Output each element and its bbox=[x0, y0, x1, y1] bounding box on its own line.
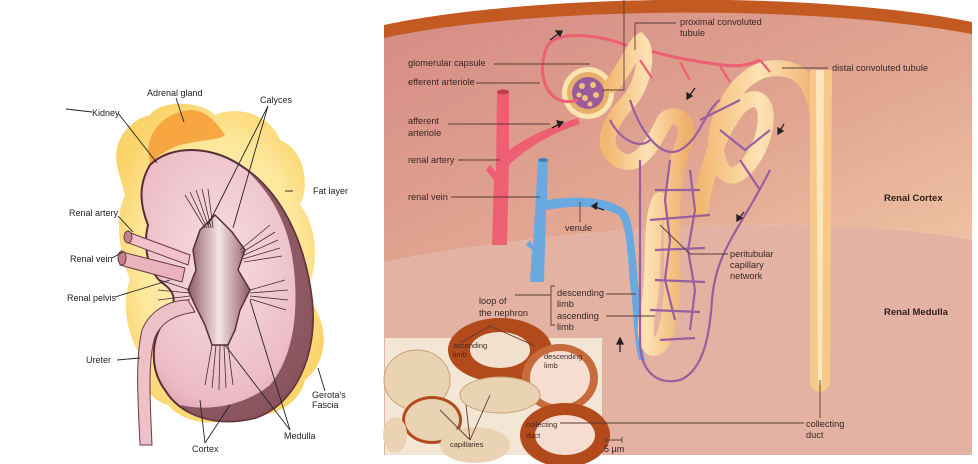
peritubular-capillary-network bbox=[609, 99, 771, 383]
nephron-leader-lines bbox=[439, 0, 828, 443]
label-loop-of-nephron-1: loop of bbox=[479, 296, 507, 306]
micrograph-inset bbox=[383, 318, 610, 464]
label-adrenal-gland: Adrenal gland bbox=[147, 88, 203, 98]
renal-artery-vessel bbox=[486, 89, 580, 245]
ureter bbox=[137, 299, 196, 446]
label-collecting-duct-2: duct bbox=[806, 430, 824, 440]
label-renal-vein-right: renal vein bbox=[408, 192, 448, 202]
micro-label-descending-1: descending bbox=[544, 352, 583, 361]
label-proximal-tubule-2: tubule bbox=[680, 28, 706, 38]
kidney-leader-lines bbox=[65, 97, 326, 444]
label-peritubular-1: peritubular bbox=[730, 249, 774, 259]
cortical-arterioles bbox=[639, 59, 771, 83]
label-gerotas-fascia-1: Gerota's bbox=[312, 390, 346, 400]
label-cortex: Cortex bbox=[192, 444, 219, 454]
label-renal-pelvis: Renal pelvis bbox=[67, 293, 117, 303]
label-loop-of-nephron-2: the nephron bbox=[479, 308, 529, 318]
efferent-arteriole bbox=[540, 34, 761, 104]
collecting-duct bbox=[809, 70, 832, 392]
micro-label-collecting-1: collecting bbox=[526, 420, 558, 429]
label-descending-limb-1: descending bbox=[557, 288, 604, 298]
label-calyces: Calyces bbox=[260, 95, 293, 105]
label-kidney: Kidney bbox=[92, 108, 120, 118]
flow-arrows bbox=[549, 30, 785, 352]
label-renal-cortex: Renal Cortex bbox=[884, 193, 943, 204]
label-distal-tubule: distal convoluted tubule bbox=[832, 63, 929, 73]
label-renal-artery-right: renal artery bbox=[408, 155, 455, 165]
label-renal-artery: Renal artery bbox=[69, 208, 119, 218]
label-collecting-duct-1: collecting bbox=[806, 419, 845, 429]
label-medulla: Medulla bbox=[284, 431, 316, 441]
renal-vein-vessel bbox=[526, 158, 645, 360]
label-ascending-limb-2: limb bbox=[557, 322, 574, 332]
label-renal-medulla: Renal Medulla bbox=[884, 307, 948, 318]
label-ureter: Ureter bbox=[86, 355, 112, 365]
label-peritubular-2: capillary bbox=[730, 260, 764, 270]
glomerulus bbox=[562, 67, 614, 119]
renal-pelvis bbox=[187, 213, 251, 346]
adrenal-gland bbox=[148, 110, 225, 165]
scale-bar-label: 5 µm bbox=[604, 444, 625, 454]
label-proximal-tubule-1: proximal convoluted bbox=[680, 17, 762, 27]
label-glomerular-capsule: glomerular capsule bbox=[408, 58, 486, 68]
label-afferent-arteriole-1: afferent bbox=[408, 116, 439, 126]
label-fat-layer: Fat layer bbox=[313, 186, 349, 196]
label-venule: venule bbox=[565, 223, 593, 233]
label-gerotas-fascia-2: Fascia bbox=[312, 400, 339, 410]
label-ascending-limb-1: ascending bbox=[557, 311, 599, 321]
nephron-tubule bbox=[599, 31, 828, 388]
micro-label-descending-2: limb bbox=[544, 361, 558, 370]
label-peritubular-3: network bbox=[730, 271, 763, 281]
kidney-illustration bbox=[65, 97, 326, 446]
micro-label-collecting-2: duct bbox=[526, 431, 541, 440]
micro-label-capillaries: capillaries bbox=[450, 440, 484, 449]
micro-label-ascending-1: ascending bbox=[453, 341, 488, 350]
label-efferent-arteriole: efferent arteriole bbox=[408, 77, 475, 87]
label-afferent-arteriole-2: arteriole bbox=[408, 128, 442, 138]
label-descending-limb-2: limb bbox=[557, 299, 574, 309]
micro-label-ascending-2: limb bbox=[453, 350, 467, 359]
label-renal-vein: Renal vein bbox=[70, 254, 113, 264]
medullary-pyramids bbox=[157, 188, 289, 391]
